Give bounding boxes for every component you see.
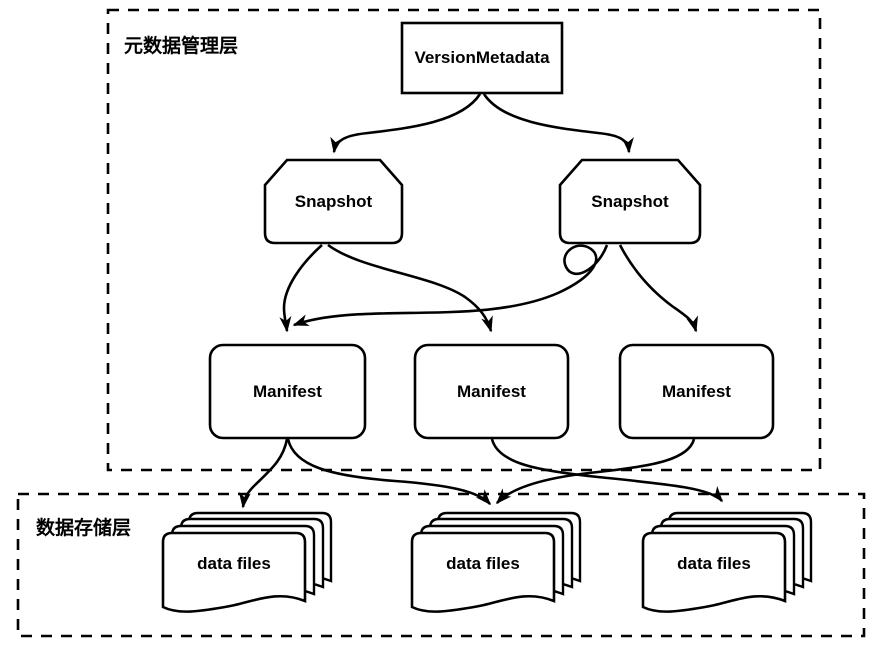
snapshot-left-shape — [263, 158, 404, 245]
edge-snapshot-right-manifest-right — [618, 244, 698, 333]
manifest-left-shape — [208, 343, 367, 440]
edge-manifest-right-datafiles-middle — [495, 438, 696, 505]
edge-manifest-left-datafiles-middle — [286, 438, 492, 506]
edge-snapshot-left-manifest-left — [279, 244, 323, 333]
edge-snapshot-right-manifest-left — [292, 244, 609, 327]
document-page-front — [161, 531, 307, 613]
metadata-layer-boundary — [106, 8, 822, 472]
edge-manifest-middle-datafiles-right — [490, 438, 723, 503]
edge-manifest-left-datafiles-left — [238, 438, 289, 509]
edge-versionmetadata-snapshot-right — [482, 93, 634, 154]
manifest-middle-shape — [413, 343, 570, 440]
edge-versionmetadata-snapshot-left — [330, 93, 482, 154]
datafiles-left-stack — [161, 511, 333, 613]
version-metadata-shape — [400, 21, 564, 95]
manifest-right-shape — [618, 343, 775, 440]
datafiles-middle-stack — [410, 511, 582, 613]
document-page-front — [641, 531, 787, 613]
document-page-front — [410, 531, 556, 613]
diagram-edges — [238, 93, 723, 509]
storage-layer-boundary — [16, 492, 866, 638]
datafiles-right-stack — [641, 511, 813, 613]
edge-snapshot-left-manifest-middle — [327, 243, 493, 333]
snapshot-right-shape — [558, 158, 702, 245]
